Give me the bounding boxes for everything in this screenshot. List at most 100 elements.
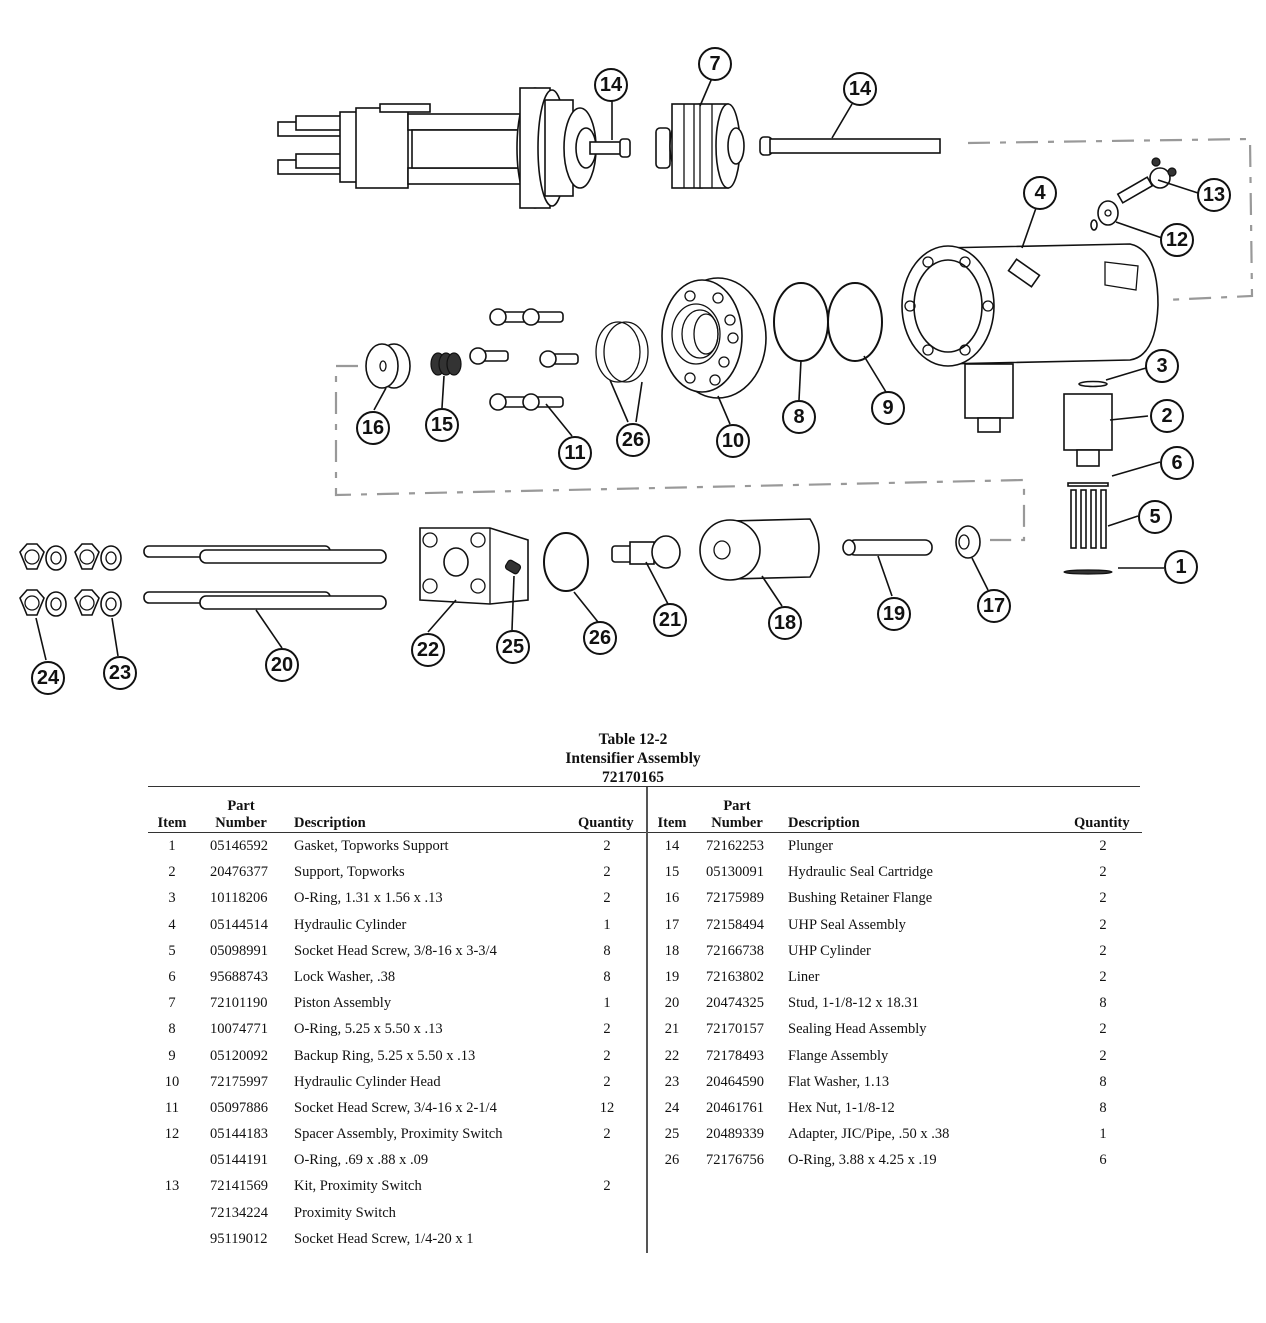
cell-quantity: 2 (1099, 1021, 1107, 1038)
cell-quantity: 2 (603, 838, 611, 854)
svg-text:24: 24 (37, 667, 60, 689)
cell-item: 1 (168, 838, 176, 854)
cell-item: 2 (168, 864, 176, 881)
cell-description: O-Ring, 1.31 x 1.56 x .13 (294, 890, 443, 907)
cell-item: 24 (664, 1099, 680, 1116)
cell-item: 13 (164, 1178, 180, 1195)
o-ring-lower-part (543, 532, 589, 592)
cell-part-number: 72175997 (210, 1073, 268, 1090)
cell-part-number: 10074771 (210, 1021, 268, 1038)
cell-quantity: 2 (1099, 968, 1107, 985)
cell-part-number: 05097886 (210, 1099, 268, 1116)
cell-quantity: 12 (599, 1099, 615, 1116)
hydraulic-seal-cartridge-part (430, 352, 462, 376)
hydraulic-cylinder-head-part (661, 277, 767, 399)
header-part-number: Part Number (706, 798, 768, 832)
cell-quantity: 1 (1099, 1126, 1107, 1143)
svg-text:13: 13 (1203, 184, 1225, 206)
cell-part-number: 72141569 (210, 1178, 268, 1195)
flange-assembly-part (419, 527, 529, 605)
cell-quantity: 2 (603, 1126, 611, 1143)
cell-description: Piston Assembly (294, 995, 392, 1012)
callout-19: 19 (877, 597, 911, 631)
callout-26-lower: 26 (583, 621, 617, 655)
cell-description: Hex Nut, 1-1/8-12 (788, 1099, 895, 1116)
cell-part-number: 72176756 (706, 1152, 764, 1169)
callout-26-upper: 26 (616, 423, 650, 457)
svg-text:19: 19 (883, 603, 905, 625)
cell-quantity: 6 (1099, 1152, 1107, 1169)
cell-part-number: 05146592 (210, 838, 268, 854)
cell-description: Kit, Proximity Switch (294, 1178, 422, 1195)
callout-13: 13 (1197, 178, 1231, 212)
cell-quantity: 2 (603, 864, 611, 881)
cell-description: Socket Head Screw, 1/4-20 x 1 (294, 1230, 474, 1247)
cell-item: 6 (168, 968, 176, 985)
cell-description: Bushing Retainer Flange (788, 890, 933, 907)
header-part-line2: Number (711, 815, 763, 831)
cell-description: Spacer Assembly, Proximity Switch (294, 1126, 503, 1143)
table-caption: Table 12-2 Intensifier Assembly 72170165 (0, 730, 1266, 787)
cell-description: Hydraulic Cylinder Head (294, 1073, 441, 1090)
svg-text:22: 22 (417, 639, 439, 661)
cell-part-number: 10118206 (210, 890, 268, 907)
callout-15: 15 (425, 408, 459, 442)
cell-part-number: 95119012 (210, 1230, 268, 1247)
cell-part-number: 72134224 (210, 1204, 268, 1221)
table-header-row: Item Part Number Description Quantity (648, 787, 1142, 833)
cell-quantity: 2 (1099, 838, 1107, 854)
cell-item: 11 (165, 1099, 179, 1116)
cell-part-number: 05144514 (210, 916, 268, 933)
studs-part (143, 545, 387, 610)
topworks-support-stack (1063, 380, 1113, 575)
table-header-row: Item Part Number Description Quantity (148, 787, 646, 833)
header-item: Item (157, 815, 187, 831)
cell-description: Lock Washer, .38 (294, 968, 396, 985)
svg-text:10: 10 (722, 430, 744, 452)
svg-text:17: 17 (983, 595, 1005, 617)
cell-part-number: 20464590 (706, 1073, 764, 1090)
svg-text:4: 4 (1034, 182, 1046, 204)
socket-head-screws-part (469, 308, 579, 411)
callout-24: 24 (31, 661, 65, 695)
cell-description: Flange Assembly (788, 1047, 889, 1064)
uhp-seal-assembly-part (955, 525, 981, 559)
callout-17: 17 (977, 589, 1011, 623)
callout-4: 4 (1023, 176, 1057, 210)
liner-part (842, 539, 933, 556)
cell-part-number: 72175989 (706, 890, 764, 907)
cell-quantity: 1 (603, 916, 611, 933)
header-description: Description (788, 815, 860, 831)
svg-text:11: 11 (564, 442, 585, 464)
phantom-line-upper (967, 137, 1254, 302)
cell-item: 3 (168, 890, 176, 907)
svg-text:26: 26 (622, 429, 644, 451)
cell-description: O-Ring, .69 x .88 x .09 (294, 1152, 429, 1169)
callout-1: 1 (1164, 550, 1198, 584)
cell-part-number: 72158494 (706, 916, 764, 933)
cell-part-number: 20474325 (706, 995, 764, 1012)
callout-2: 2 (1150, 399, 1184, 433)
cell-description: Backup Ring, 5.25 x 5.50 x .13 (294, 1047, 476, 1064)
hex-nuts-washers-part (19, 543, 122, 617)
cell-part-number: 95688743 (210, 968, 268, 985)
sealing-head-assembly-part (611, 535, 681, 569)
callout-8: 8 (782, 400, 816, 434)
cell-part-number: 20461761 (706, 1099, 764, 1116)
cell-description: UHP Seal Assembly (788, 916, 906, 933)
header-part-line1: Part (227, 798, 255, 814)
cell-item: 21 (664, 1021, 680, 1038)
cell-quantity: 8 (1099, 995, 1107, 1012)
cell-description: Plunger (788, 838, 834, 854)
svg-text:16: 16 (362, 417, 384, 439)
cell-description: Liner (788, 968, 820, 985)
